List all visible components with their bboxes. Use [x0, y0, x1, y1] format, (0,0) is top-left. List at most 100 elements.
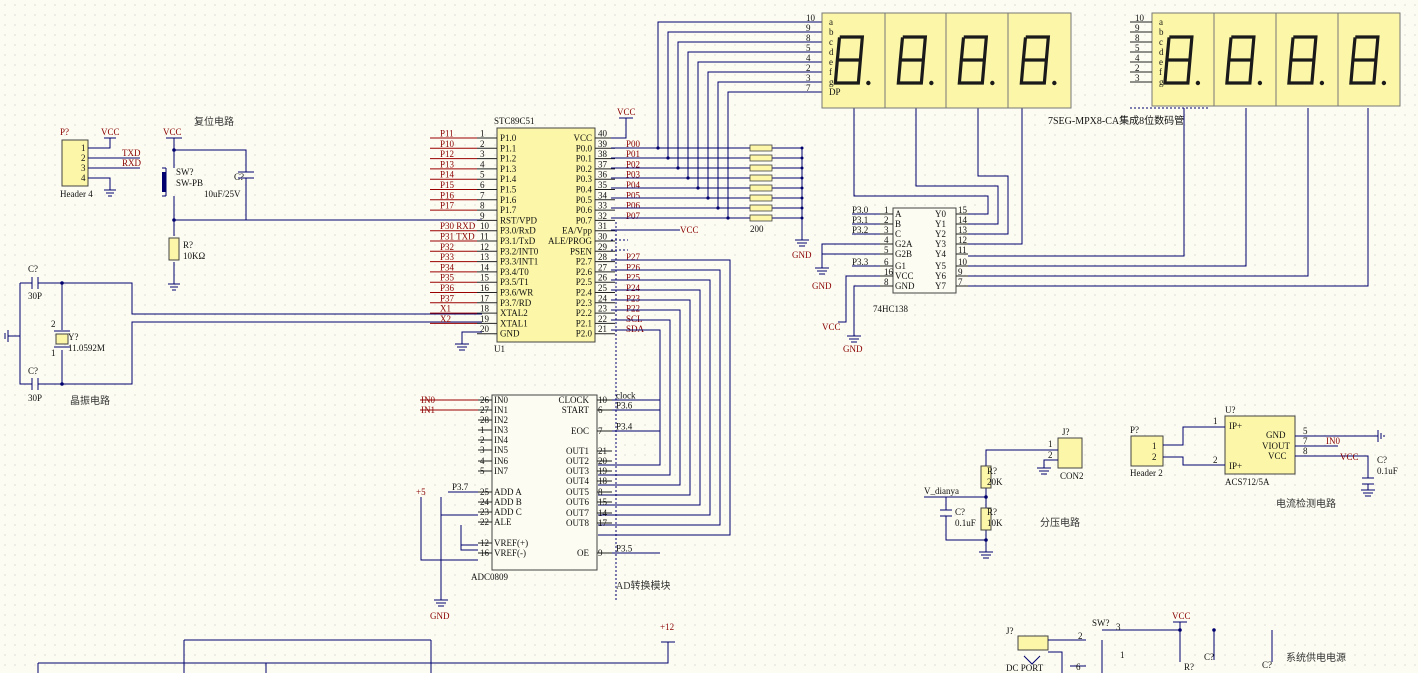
pin-number: 20 — [480, 324, 490, 334]
current-circuit: P? Header 2 1 2 U? ACS712/5A 1 2 IP+ IP+… — [1130, 405, 1398, 510]
net-label: P34 — [440, 262, 455, 272]
pin-name: IN7 — [494, 466, 508, 476]
decoder-ref: 74HC138 — [873, 304, 909, 314]
net-label: P3.4 — [616, 422, 633, 432]
header4-name: Header 4 — [60, 189, 93, 199]
pin-number: 13 — [958, 225, 968, 235]
power-dc-port — [1017, 635, 1049, 651]
pin-name: P3.4/T0 — [500, 267, 529, 277]
reset-res-ref: R? — [183, 240, 193, 250]
pin-number: 16 — [480, 548, 490, 558]
display-pin-number: 8 — [1135, 33, 1140, 43]
current-title: 电流检测电路 — [1276, 497, 1336, 510]
pin-number: 13 — [480, 252, 490, 262]
pin-number: 10 — [958, 257, 968, 267]
net-label: P3.3 — [852, 257, 869, 267]
crystal-circuit: C? 30P C? 30P Y? 11.0592M 2 1 晶振电路 — [4, 264, 482, 407]
pin-name: ALE — [494, 517, 512, 527]
pin-name: VCC — [895, 271, 914, 281]
divider-p2: 2 — [1048, 450, 1053, 460]
pin-name: GND — [895, 281, 915, 291]
pin-name: OE — [577, 548, 589, 558]
seven-seg-dp — [1381, 80, 1387, 86]
pin-name: ADD B — [494, 497, 522, 507]
power-circuit: +12 J? DC PORT SW? 2 3 1 6 VCC R? C? C? … — [37, 611, 1346, 673]
reset-switch-body — [162, 172, 166, 192]
seven-seg-dp — [1257, 80, 1263, 86]
net-label: P3.6 — [616, 401, 633, 411]
adc-gnd: GND — [430, 611, 450, 621]
pin-number: 12 — [480, 538, 489, 548]
pin-name: IN4 — [494, 435, 508, 445]
net-label: P31 TXD — [440, 232, 475, 242]
pin-name: P0.4 — [576, 185, 593, 195]
pin-name: IN3 — [494, 425, 508, 435]
seven-seg-glyph — [1225, 35, 1256, 85]
display-segment-letter: a — [829, 17, 833, 27]
current-p-ref: P? — [1130, 425, 1139, 435]
rnet-resistor — [749, 184, 773, 192]
pin-number: 14 — [480, 262, 490, 272]
pin-number: 6 — [480, 180, 485, 190]
net-label: P3.5 — [616, 544, 633, 554]
divider-net: V_dianya — [924, 486, 959, 496]
net-label: P05 — [626, 190, 641, 200]
seven-seg-glyph — [833, 35, 865, 85]
seven-seg-dp — [866, 80, 871, 86]
display-segment-letter: g — [1159, 77, 1164, 87]
crystal-c1-ref: C? — [28, 264, 38, 274]
mcu-part: STC89C51 — [494, 116, 535, 126]
pin-number: 7 — [958, 277, 963, 287]
pin-number: 38 — [598, 149, 608, 159]
seven-seg-glyph — [1349, 35, 1380, 85]
pin-name: GND — [500, 329, 520, 339]
pin-number: 15 — [480, 273, 490, 283]
current-pin1-name: IP+ — [1229, 421, 1242, 431]
display-pin-number: 2 — [1135, 63, 1140, 73]
pin-name: P1.1 — [500, 143, 516, 153]
pin-name: IN1 — [494, 405, 508, 415]
pin-name: P0.1 — [576, 154, 592, 164]
net-label: P17 — [440, 201, 455, 211]
net-label: P03 — [626, 170, 641, 180]
pin-number: 5 — [480, 466, 485, 476]
pin-name: Y4 — [935, 249, 946, 259]
net-label: P13 — [440, 159, 455, 169]
pin-number: 4 — [884, 235, 889, 245]
divider-r2-value: 10K — [987, 518, 1003, 528]
pin-number: 27 — [480, 405, 490, 415]
pin-name: P2.3 — [576, 298, 593, 308]
header4-body — [61, 139, 89, 187]
pin-name: Y1 — [935, 219, 946, 229]
pin-name: OUT5 — [566, 487, 589, 497]
pin-name: P1.0 — [500, 133, 517, 143]
reset-wires — [166, 137, 182, 291]
header4: P? Header 4 1 2 3 4 VCC TXD RXD — [60, 127, 142, 199]
pin-number: 26 — [598, 273, 608, 283]
display-segment-letter: b — [829, 27, 834, 37]
current-pin2-name: IP+ — [1229, 461, 1242, 471]
pin-name: C — [895, 229, 901, 239]
seven-seg-glyph — [1163, 35, 1194, 85]
pin-number: 1 — [480, 129, 485, 139]
seven-seg-digit — [1213, 12, 1277, 107]
net-label: P25 — [626, 273, 641, 283]
crystal-wires — [19, 282, 482, 385]
current-c-value: 0.1uF — [1377, 466, 1398, 476]
net-label: clock — [616, 391, 636, 401]
pin-name: OUT3 — [566, 466, 589, 476]
reset-resistor — [168, 237, 180, 261]
net-label: P3.0 — [852, 205, 869, 215]
pin-number: 15 — [958, 205, 968, 215]
reset-sw-name: SW-PB — [176, 178, 203, 188]
power-r-ref: R? — [1184, 662, 1194, 672]
display-pin-number: 3 — [806, 73, 811, 83]
pin-number: 14 — [958, 215, 968, 225]
pin-number: 25 — [480, 487, 490, 497]
power-pin3: 3 — [1116, 622, 1121, 632]
pin-number: 17 — [598, 518, 608, 528]
pin-name: B — [895, 219, 901, 229]
current-u-part: ACS712/5A — [1225, 477, 1270, 487]
